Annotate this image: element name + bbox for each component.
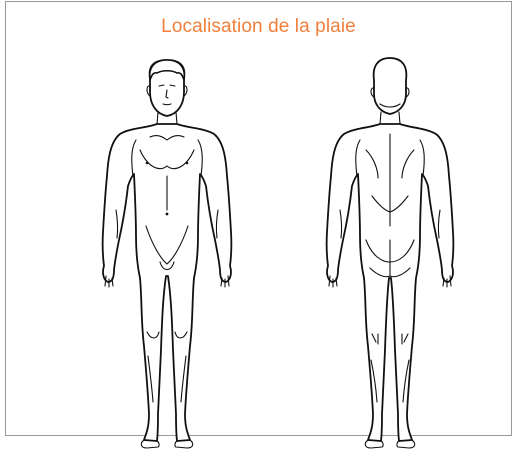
body-back-figure[interactable] [327,58,454,448]
body-front-figure[interactable] [103,60,232,448]
back-head [374,58,407,114]
front-body [103,124,232,441]
